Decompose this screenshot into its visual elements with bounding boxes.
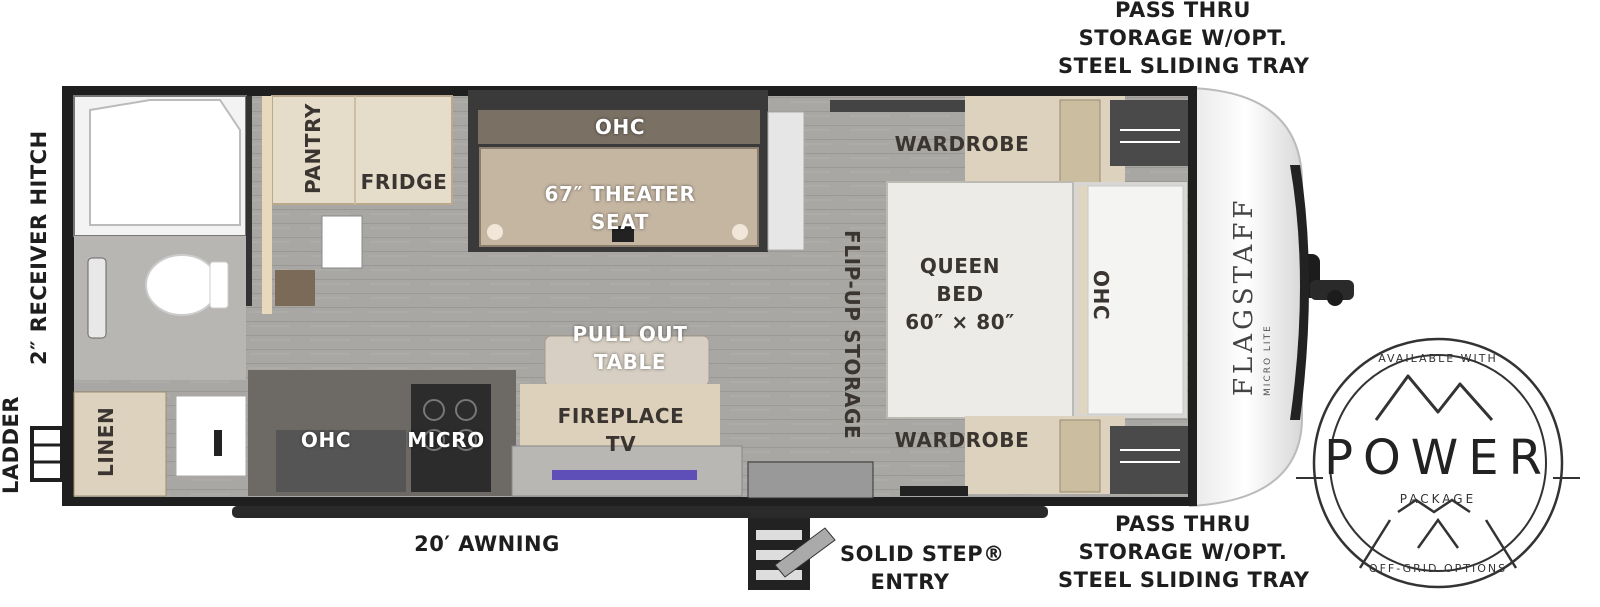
pass-thru-top-label: PASS THRU STORAGE W/OPT. STEEL SLIDING T… [1058, 0, 1310, 80]
pass-thru-top-line3: STEEL SLIDING TRAY [1058, 54, 1310, 78]
queen-bed-line1: QUEEN [919, 254, 1001, 278]
ohc-top-label: OHC [594, 115, 646, 139]
brand-sub: MICRO LITE [1263, 324, 1273, 396]
pass-thru-bottom-line1: PASS THRU [1115, 512, 1251, 536]
ohc-kitchen-label: OHC [300, 428, 352, 452]
theater-seat-line1: 67″ THEATER [544, 182, 696, 206]
wardrobe-bottom-label: WARDROBE [894, 428, 1030, 452]
bathroom [73, 95, 247, 477]
power-package-badge [1296, 337, 1580, 589]
kitchen-counter [248, 370, 516, 496]
receiver-hitch-label: 2″ RECEIVER HITCH [27, 130, 51, 366]
wardrobe-top-block [965, 96, 1188, 186]
ladder-label: LADDER [0, 396, 23, 495]
fireplace-tv-line1: FIREPLACE [557, 404, 685, 428]
linen-closet [73, 391, 167, 497]
theater-seat-line2: SEAT [590, 210, 650, 234]
pass-thru-bottom-line3: STEEL SLIDING TRAY [1058, 568, 1310, 592]
rear-ladder [30, 426, 64, 482]
fireplace-tv-cabinet [511, 384, 743, 497]
micro-label: MICRO [407, 428, 485, 452]
fridge-label: FRIDGE [360, 170, 448, 194]
pull-out-table-line2: TABLE [593, 350, 667, 374]
fireplace-tv-label: FIREPLACE TV [526, 402, 716, 458]
brand-name: FLAGSTAFF [1229, 196, 1259, 396]
flip-up-storage-label: FLIP-UP STORAGE [840, 230, 864, 440]
pantry-fridge-block [262, 95, 453, 314]
awning-bar [232, 506, 1048, 518]
badge-main-text: POWER [1324, 430, 1552, 486]
pull-out-table-line1: PULL OUT [572, 322, 688, 346]
badge-sub-text: PACKAGE [1399, 492, 1477, 506]
queen-bed [886, 181, 1187, 419]
badge-bottom-text: OFF-GRID OPTIONS [1368, 562, 1508, 575]
wardrobe-bottom-block [965, 416, 1188, 494]
ohc-bed-label: OHC [1089, 269, 1113, 321]
entry-label: SOLID STEP® ENTRY [840, 540, 1005, 596]
wardrobe-top-label: WARDROBE [894, 132, 1030, 156]
pass-thru-top-line1: PASS THRU [1115, 0, 1251, 22]
pass-thru-bottom-label: PASS THRU STORAGE W/OPT. STEEL SLIDING T… [1058, 510, 1310, 594]
fireplace-tv-line2: TV [605, 432, 637, 456]
front-cap [1189, 86, 1309, 508]
pantry-label: PANTRY [301, 102, 325, 194]
queen-bed-line2: BED [936, 282, 984, 306]
entry-label-line1: SOLID STEP® [840, 542, 1005, 566]
badge-top-text: AVAILABLE WITH [1378, 352, 1498, 365]
queen-bed-line3: 60″ × 80″ [905, 310, 1015, 334]
pull-out-table-label: PULL OUT TABLE [540, 320, 720, 376]
pass-thru-top-line2: STORAGE W/OPT. [1078, 26, 1288, 50]
theater-seat-label: 67″ THEATER SEAT [520, 180, 720, 236]
awning-label: 20′ AWNING [414, 532, 560, 556]
top-window [830, 100, 990, 112]
entry-steps [748, 518, 836, 590]
entry-label-line2: ENTRY [870, 570, 950, 594]
entry-door [747, 461, 874, 499]
queen-bed-label: QUEEN BED 60″ × 80″ [880, 252, 1040, 336]
linen-label: LINEN [94, 406, 118, 478]
pass-thru-bottom-line2: STORAGE W/OPT. [1078, 540, 1288, 564]
theater-seat-slide [468, 90, 805, 252]
